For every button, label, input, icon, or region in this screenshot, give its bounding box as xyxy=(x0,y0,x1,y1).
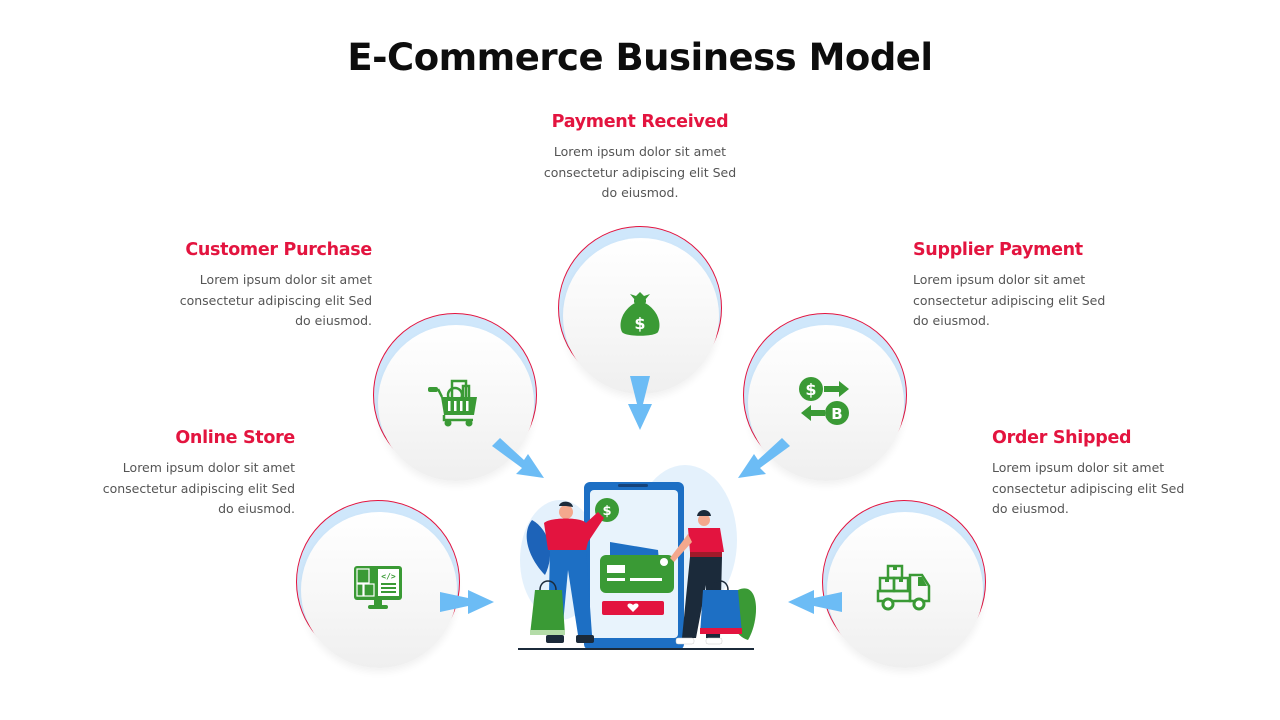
step-heading: Supplier Payment xyxy=(913,240,1083,260)
step-payment-received-circle: $ xyxy=(558,226,722,394)
step-description: Lorem ipsum dolor sit amet consectetur a… xyxy=(102,460,295,516)
step-online-store-text: Online Store Lorem ipsum dolor sit amet … xyxy=(55,428,296,520)
step-order-shipped-circle xyxy=(822,500,986,668)
step-heading: Order Shipped xyxy=(992,428,1132,448)
step-customer-purchase-circle xyxy=(373,313,537,481)
step-customer-purchase-text: Customer Purchase Lorem ipsum dolor sit … xyxy=(132,240,373,332)
arrow-down-left-icon xyxy=(738,438,790,478)
step-supplier-payment-text: Supplier Payment Lorem ipsum dolor sit a… xyxy=(913,240,1153,332)
step-payment-received-text: Payment Received Lorem ipsum dolor sit a… xyxy=(520,112,760,204)
svg-text:</>: </> xyxy=(381,572,396,581)
step-heading: Payment Received xyxy=(551,112,729,132)
step-heading: Customer Purchase xyxy=(185,240,372,260)
svg-text:B: B xyxy=(831,405,842,423)
online-shopping-illustration: $ xyxy=(518,465,757,650)
currency-exchange-icon: $ B xyxy=(799,377,849,425)
svg-text:$: $ xyxy=(602,504,611,519)
svg-text:$: $ xyxy=(634,314,645,333)
step-description: Lorem ipsum dolor sit amet consectetur a… xyxy=(913,272,1106,328)
svg-text:$: $ xyxy=(805,380,816,399)
money-bag-icon: $ xyxy=(620,292,660,336)
arrow-right-icon xyxy=(440,590,494,614)
step-description: Lorem ipsum dolor sit amet consectetur a… xyxy=(992,460,1185,516)
step-order-shipped-text: Order Shipped Lorem ipsum dolor sit amet… xyxy=(992,428,1232,520)
arrow-down-icon xyxy=(628,376,652,430)
step-description: Lorem ipsum dolor sit amet consectetur a… xyxy=(543,144,737,200)
arrow-left-icon xyxy=(788,590,842,614)
delivery-truck-icon xyxy=(876,564,931,611)
arrow-down-right-icon xyxy=(492,438,544,478)
online-store-monitor-icon: </> xyxy=(354,566,402,609)
step-heading: Online Store xyxy=(175,428,295,448)
step-description: Lorem ipsum dolor sit amet consectetur a… xyxy=(179,272,372,328)
step-online-store-circle: </> xyxy=(296,500,460,668)
shopping-cart-icon xyxy=(428,379,477,427)
slide-title: E-Commerce Business Model xyxy=(347,36,933,79)
